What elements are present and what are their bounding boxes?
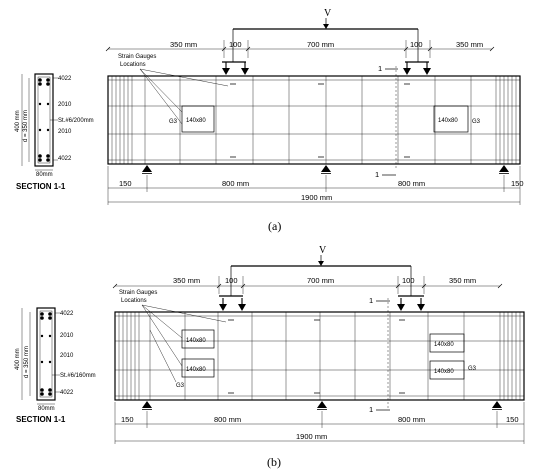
dim-150-right-a: 150 xyxy=(511,179,524,188)
rebar-top-b: 4022 xyxy=(60,311,74,317)
dim-100-left-b: 100 xyxy=(225,276,238,285)
dim-350-left-a: 350 mm xyxy=(170,40,197,49)
rebar-top-a: 4022 xyxy=(58,76,72,82)
dim-150-left-b: 150 xyxy=(121,415,134,424)
dim-700-b: 700 mm xyxy=(307,276,334,285)
section-cut-bottom-b: 1 xyxy=(369,405,373,414)
dim-total-b: 1900 mm xyxy=(296,432,327,441)
panel-a: V 350 mm 100 700 mm 100 350 mm xyxy=(15,8,524,233)
stirrups-b: St.#6/160mm xyxy=(60,373,96,379)
opening-left-bottom-b xyxy=(181,358,215,378)
caption-a: (a) xyxy=(268,219,281,233)
beam-elevation-a xyxy=(107,75,521,165)
section-depth-b: d = 350 mm xyxy=(24,346,30,378)
load-arrow-3b xyxy=(396,297,406,312)
section-1-1-b: 80mm 400 mm d = 350 mm 4022 2010 2010 St… xyxy=(15,307,96,424)
bottom-dimensions-a: 150 800 mm 800 mm 150 1900 mm xyxy=(107,166,524,205)
section-cut-top-a: 1 xyxy=(378,64,382,73)
load-label-b: V xyxy=(319,245,327,256)
opening-label-1b: 140x80 xyxy=(186,338,206,344)
dim-350-left-b: 350 mm xyxy=(173,276,200,285)
opening-label-3b: 140x80 xyxy=(434,342,454,348)
dim-700-a: 700 mm xyxy=(307,40,334,49)
load-arrow-1a xyxy=(221,61,231,76)
rebar-mid2-a: 2010 xyxy=(58,129,72,135)
gauge-g3-left-b: G3 xyxy=(176,383,185,389)
section-depth-a: d = 350 mm xyxy=(23,110,29,142)
section-cut-bottom-a: 1 xyxy=(375,170,379,179)
opening-right-top-b xyxy=(429,333,465,353)
load-arrow-4b xyxy=(416,297,426,312)
panel-b: V 350 mm 100 700 mm 100 350 mm xyxy=(15,245,525,469)
load-arrow-2a xyxy=(240,61,250,76)
section-title-a: SECTION 1-1 xyxy=(16,182,66,191)
opening-right-a xyxy=(433,105,469,133)
rebar-mid2-b: 2010 xyxy=(60,353,74,359)
stirrups-a: St.#6/200mm xyxy=(58,118,94,124)
strain-gauges-label2-a: Locations xyxy=(120,62,146,68)
dim-800-right-b: 800 mm xyxy=(398,415,425,424)
opening-label-right-a: 140x80 xyxy=(438,118,458,124)
support-right-a xyxy=(498,164,510,174)
top-dimensions-b: 350 mm 100 700 mm 100 350 mm xyxy=(112,276,503,294)
opening-right-bottom-b xyxy=(429,360,465,380)
strain-gauges-label-a: Strain Gauges xyxy=(118,54,156,60)
load-arrow-3a xyxy=(402,61,412,76)
strain-gauge-leaders-b xyxy=(141,304,227,383)
section-width-b: 80mm xyxy=(38,406,55,412)
load-arrow-1b xyxy=(218,297,228,312)
load-arrow-2b xyxy=(237,297,247,312)
dim-100-right-b: 100 xyxy=(402,276,415,285)
rebar-mid1-a: 2010 xyxy=(58,102,72,108)
beam-elevation-b xyxy=(114,311,525,401)
support-middle-b xyxy=(316,400,328,410)
bottom-dimensions-b: 150 800 mm 800 mm 150 1900 mm xyxy=(114,402,525,444)
dim-150-left-a: 150 xyxy=(119,179,132,188)
support-left-b xyxy=(141,400,153,410)
section-height-a: 400 mm xyxy=(15,110,21,132)
dim-350-right-a: 350 mm xyxy=(456,40,483,49)
load-arrow-4a xyxy=(422,61,432,76)
dim-350-right-b: 350 mm xyxy=(449,276,476,285)
opening-label-4b: 140x80 xyxy=(434,369,454,375)
strain-gauges-label-b: Strain Gauges xyxy=(119,290,157,296)
dim-100-right-a: 100 xyxy=(410,40,423,49)
strain-gauges-label2-b: Locations xyxy=(121,298,147,304)
strain-gauge-leaders-a xyxy=(139,68,229,125)
gauge-g3-right-b: G3 xyxy=(468,366,477,372)
gauge-g3-right-a: G3 xyxy=(472,119,481,125)
section-1-1-a: 80mm 400 mm d = 350 mm 4022 2010 St.#6/2… xyxy=(15,73,94,191)
top-dimensions-a: 350 mm 100 700 mm 100 350 mm xyxy=(105,40,495,58)
section-height-b: 400 mm xyxy=(15,348,21,370)
spreader-beam-b xyxy=(219,265,424,297)
dim-800-left-a: 800 mm xyxy=(222,179,249,188)
gauge-g3-left-a: G3 xyxy=(169,119,178,125)
rebar-mid1-b: 2010 xyxy=(60,333,74,339)
section-cut-top-b: 1 xyxy=(369,296,373,305)
dim-total-a: 1900 mm xyxy=(301,193,332,202)
dim-100-left-a: 100 xyxy=(229,40,242,49)
dim-150-right-b: 150 xyxy=(506,415,519,424)
opening-label-2b: 140x80 xyxy=(186,367,206,373)
support-middle-a xyxy=(320,164,332,174)
section-title-b: SECTION 1-1 xyxy=(16,415,66,424)
rebar-bottom-b: 4022 xyxy=(60,390,74,396)
opening-left-a xyxy=(181,105,215,133)
support-left-a xyxy=(141,164,153,174)
caption-b: (b) xyxy=(267,455,281,469)
load-label-a: V xyxy=(324,8,332,19)
opening-left-top-b xyxy=(181,329,215,349)
rebar-bottom-a: 4022 xyxy=(58,156,72,162)
opening-label-left-a: 140x80 xyxy=(186,118,206,124)
dim-800-left-b: 800 mm xyxy=(214,415,241,424)
section-width-a: 80mm xyxy=(36,172,53,178)
dim-800-right-a: 800 mm xyxy=(398,179,425,188)
support-right-b xyxy=(491,400,503,410)
